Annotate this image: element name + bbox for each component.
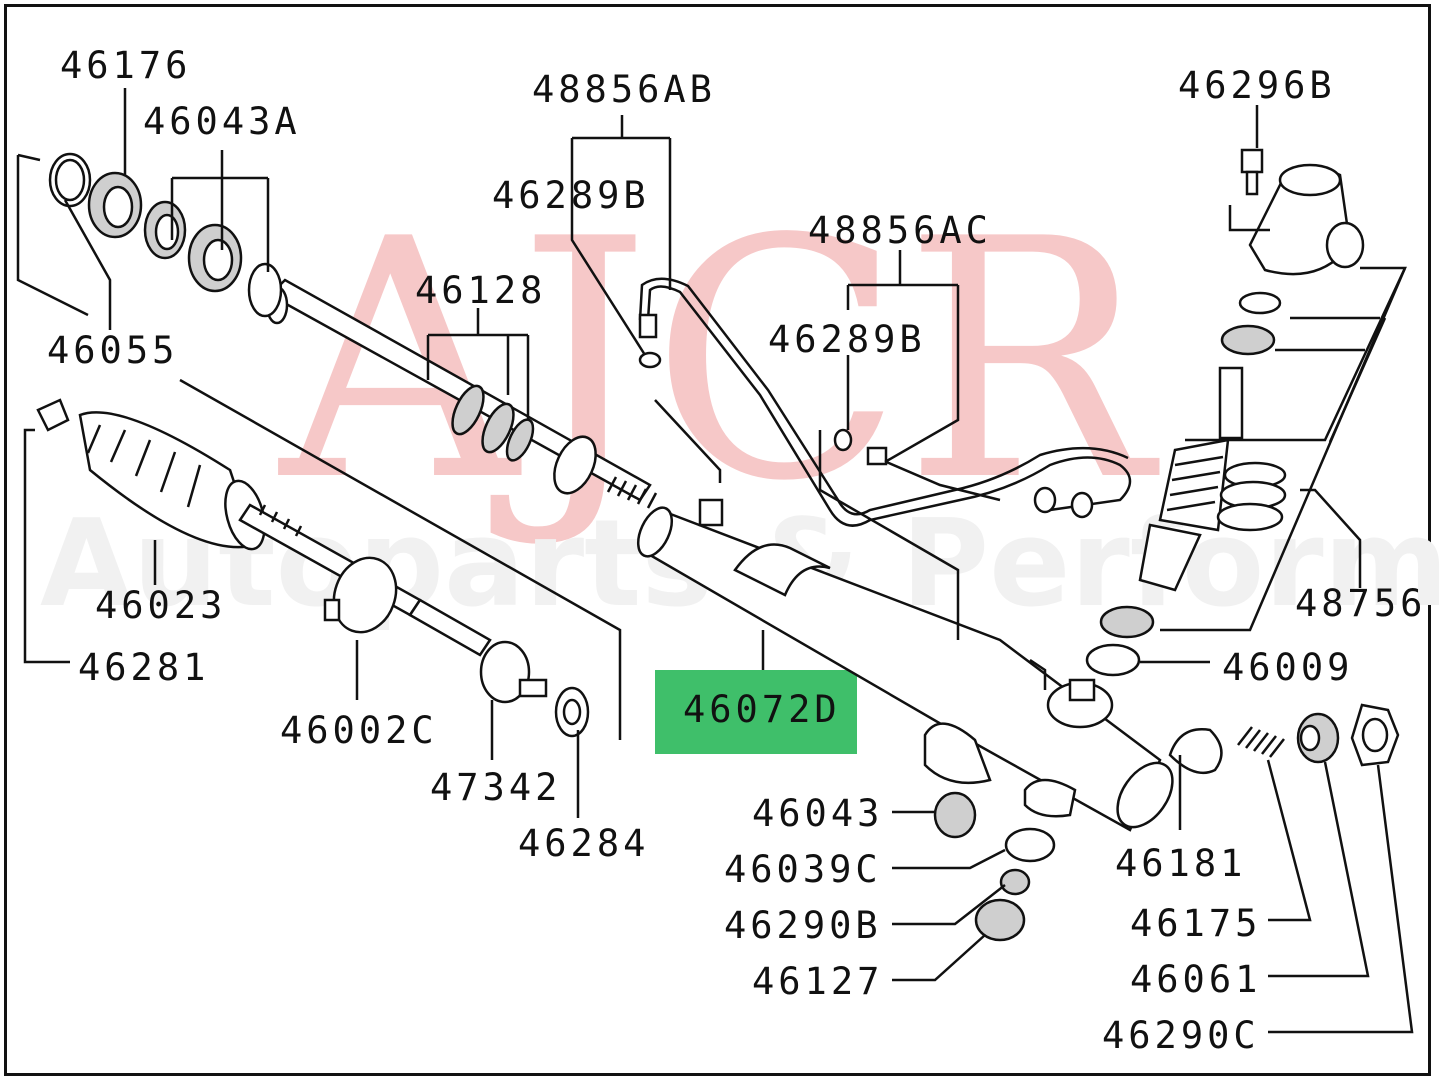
label-46039C: 46039C <box>724 848 882 891</box>
label-46072D: 46072D <box>683 688 841 731</box>
label-46128: 46128 <box>415 269 546 312</box>
part-labels: 46176 46043A 48856AB 46296B 46289B 48856… <box>47 44 1426 1057</box>
pipe-assembly <box>638 277 1132 527</box>
label-46061: 46061 <box>1130 958 1261 1001</box>
label-46175: 46175 <box>1130 902 1261 945</box>
label-46127: 46127 <box>752 960 883 1003</box>
label-46296B: 46296B <box>1178 64 1336 107</box>
label-46289B-top: 46289B <box>492 174 650 217</box>
label-46181: 46181 <box>1115 842 1246 885</box>
label-48756: 48756 <box>1295 582 1426 625</box>
label-46023: 46023 <box>95 584 226 627</box>
label-46009: 46009 <box>1222 646 1353 689</box>
label-48856AC: 48856AC <box>808 209 992 252</box>
label-46281: 46281 <box>78 646 209 689</box>
bottom-right-parts <box>933 703 1400 942</box>
label-46043: 46043 <box>752 792 883 835</box>
pinion-valve-parts <box>1085 148 1365 677</box>
highlight-box <box>655 670 857 754</box>
label-46002C: 46002C <box>280 709 438 752</box>
label-46284: 46284 <box>518 822 649 865</box>
label-46290B: 46290B <box>724 904 882 947</box>
label-46043A: 46043A <box>143 100 301 143</box>
label-46055: 46055 <box>47 329 178 372</box>
label-48856AB: 48856AB <box>532 68 716 111</box>
rack-assembly <box>265 278 1174 832</box>
left-end-parts <box>36 152 590 738</box>
label-46176: 46176 <box>60 44 191 87</box>
label-46289B-mid: 46289B <box>768 318 926 361</box>
label-46290C: 46290C <box>1102 1014 1260 1057</box>
leader-lines <box>16 88 1414 1034</box>
label-47342: 47342 <box>430 766 561 809</box>
